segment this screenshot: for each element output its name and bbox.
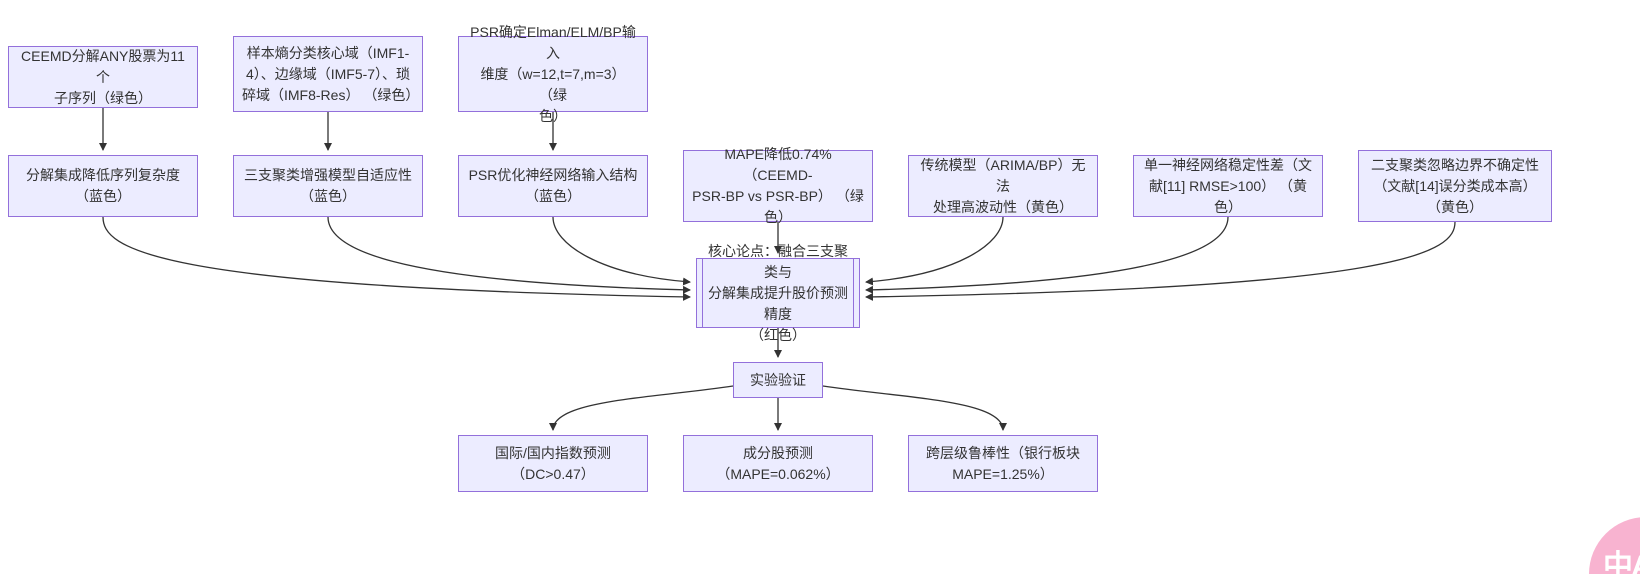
edge-l-o [822,385,1007,431]
node-psr-input-dimension: PSR确定Elman/ELM/BP输入 维度（w=12,t=7,m=3） （绿 … [458,24,648,124]
node-index-prediction: 国际/国内指数预测 （DC>0.47） [458,435,648,492]
node-experimental-validation: 实验验证 [733,362,823,398]
node-sample-entropy-classification: 样本熵分类核心域（IMF1- 4）、边缘域（IMF5-7）、琐 碎域（IMF8-… [233,36,423,112]
edge-e-k [327,216,691,294]
node-constituent-stock-prediction: 成分股预测 （MAPE=0.062%） [683,435,873,492]
edge-j-k [865,221,1456,301]
translate-icon: 中A [1603,550,1640,574]
node-decomposition-reduces-complexity: 分解集成降低序列复杂度 （蓝色） [8,155,198,217]
edge-i-k [865,216,1229,294]
node-core-thesis: 核心论点：融合三支聚类与 分解集成提升股价预测精度 （红色） [696,243,860,343]
edge-l-m [549,385,734,431]
node-psr-optimizes-input-structure: PSR优化神经网络输入结构 （蓝色） [458,155,648,217]
translate-float-button[interactable]: 中A [1589,517,1640,574]
node-ceemd-decomposition: CEEMD分解ANY股票为11个 子序列（绿色） [8,46,198,108]
edge-h-k [865,216,1004,286]
node-three-way-clustering-adaptivity: 三支聚类增强模型自适应性 （蓝色） [233,155,423,217]
node-mape-reduction: MAPE降低0.74%（CEEMD- PSR-BP vs PSR-BP） （绿 … [683,146,873,225]
edge-f-k [552,216,691,286]
node-single-nn-instability: 单一神经网络稳定性差（文 献[11] RMSE>100） （黄色） [1133,155,1323,217]
edge-d-k [102,216,691,301]
node-cross-level-robustness: 跨层级鲁棒性（银行板块 MAPE=1.25%） [908,435,1098,492]
node-traditional-model-limitation: 传统模型（ARIMA/BP）无法 处理高波动性（黄色） [908,155,1098,217]
node-two-way-clustering-limitation: 二支聚类忽略边界不确定性 （文献[14]误分类成本高） （黄色） [1358,150,1552,222]
